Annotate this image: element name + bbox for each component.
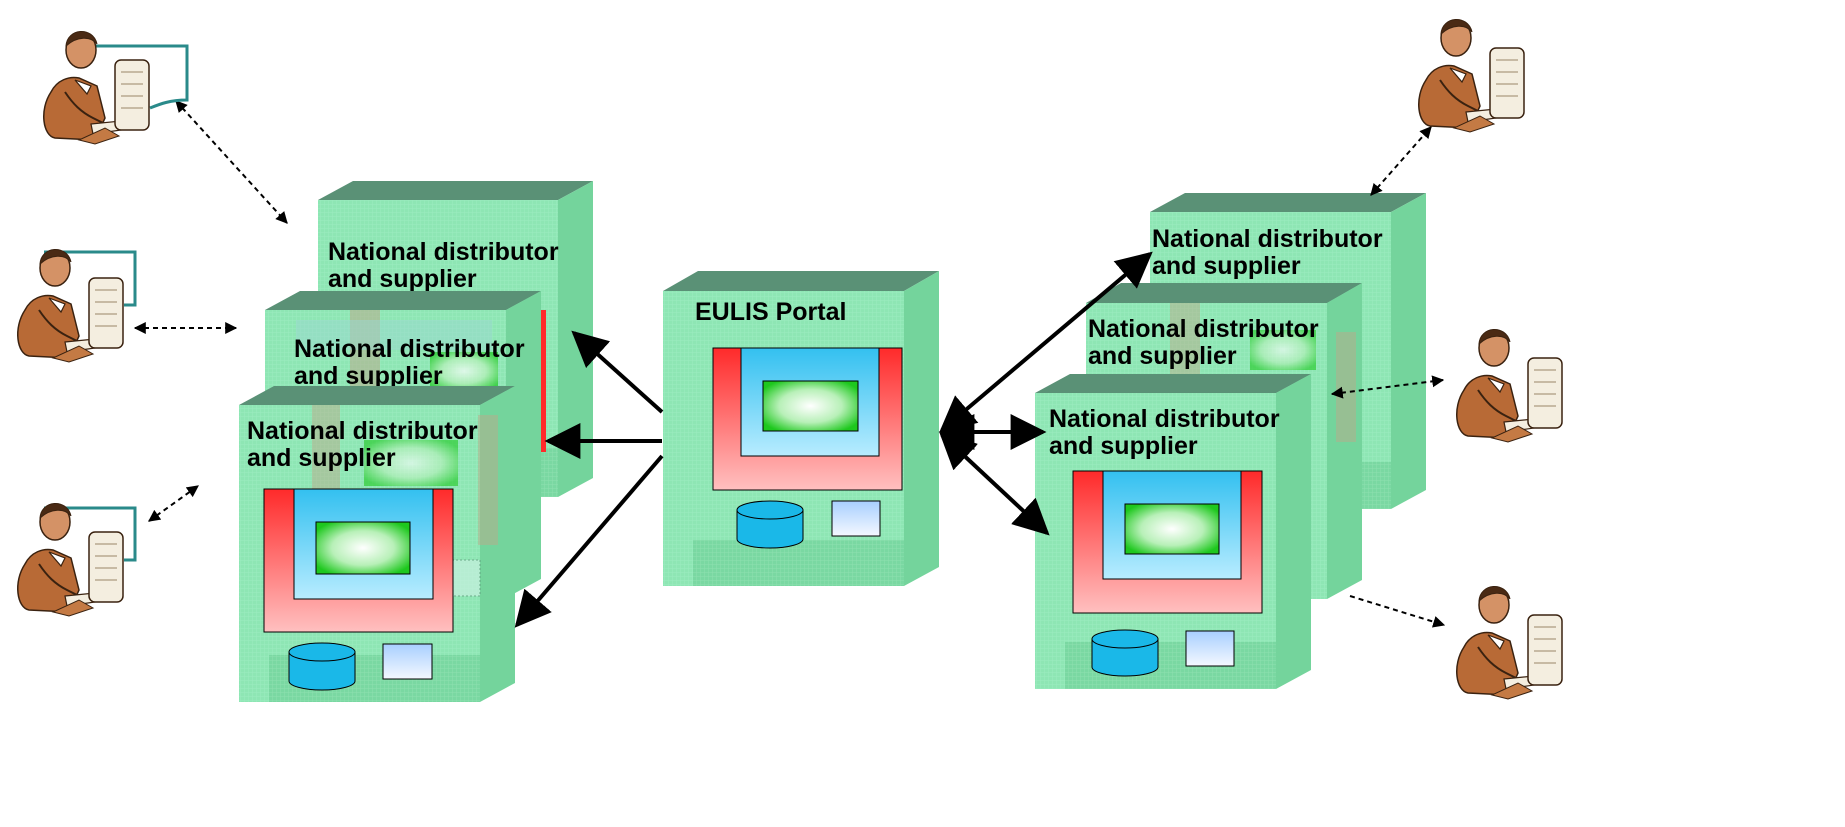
node-right-back-label-2: and supplier <box>1152 252 1301 280</box>
terminal-icon <box>831 500 881 537</box>
link-user-6 <box>1349 595 1446 628</box>
eulis-portal: EULIS Portal <box>663 271 939 586</box>
screen-icon <box>762 380 859 432</box>
node-left-front-label-1: National distributor <box>247 417 478 445</box>
user-at-computer-icon <box>16 502 137 617</box>
user-at-computer-icon <box>1455 585 1563 700</box>
link-user-1 <box>175 100 288 224</box>
database-icon <box>288 642 356 691</box>
link-user-3 <box>148 485 199 522</box>
node-left-middle-label-1: National distributor <box>294 335 525 363</box>
node-left-back-label-1: National distributor <box>328 238 559 266</box>
node-right-back-label-1: National distributor <box>1152 225 1383 253</box>
node-left-front-label-2: and supplier <box>247 444 396 472</box>
node-right-middle-label-2: and supplier <box>1088 342 1237 370</box>
user-at-computer-icon <box>1455 328 1563 443</box>
arrow-portal-to-left-front <box>514 454 664 628</box>
terminal-icon <box>1185 630 1235 667</box>
node-right-middle-label-1: National distributor <box>1088 315 1319 343</box>
portal-title: EULIS Portal <box>695 298 846 326</box>
screen-icon <box>1124 503 1220 555</box>
node-left-middle-label-2: and supplier <box>294 362 443 390</box>
screen-icon <box>315 521 411 575</box>
node-left-front: National distributor and supplier <box>239 386 515 702</box>
node-right-front: National distributor and supplier <box>1035 374 1311 689</box>
arrow-portal-right-front <box>939 432 1050 536</box>
user-at-computer-icon <box>16 248 137 363</box>
database-icon <box>1091 629 1159 677</box>
link-user-5 <box>1330 375 1445 399</box>
node-left-back-label-2: and supplier <box>328 265 477 293</box>
terminal-icon <box>382 643 433 680</box>
user-connections <box>133 100 1446 628</box>
link-user-4 <box>1370 126 1432 196</box>
user-at-computer-icon <box>1417 18 1525 133</box>
database-icon <box>736 500 804 549</box>
node-right-front-label-1: National distributor <box>1049 405 1280 433</box>
arrow-portal-right-back <box>939 251 1153 433</box>
user-at-computer-icon <box>42 30 189 145</box>
node-right-front-label-2: and supplier <box>1049 432 1198 460</box>
portal-connections <box>514 251 1153 628</box>
arrow-portal-to-left-back <box>571 330 664 414</box>
